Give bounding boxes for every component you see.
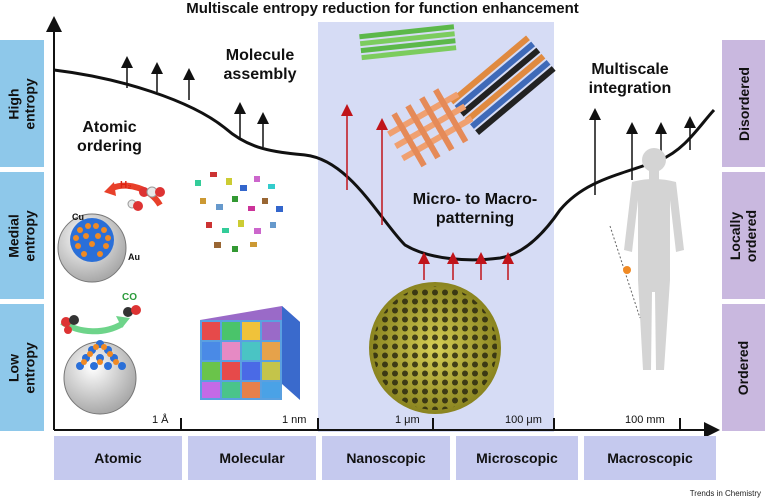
scale-nanoscopic-label: Nanoscopic [346,450,426,466]
scale-tick-marks [180,418,681,430]
locally-ordered-box: Locally ordered [722,172,765,299]
high-entropy-box: High entropy [0,40,44,167]
figure-title: Multiscale entropy reduction for functio… [186,0,579,17]
low-entropy-box: Low entropy [0,304,44,431]
wearable-device-marker [623,266,631,274]
orange-woven-lattice [387,88,474,168]
molecular-cube [200,306,300,400]
scale-macroscopic-label: Macroscopic [607,450,693,466]
scale-molecular-label: Molecular [219,450,285,466]
tick-100-mm: 100 mm [625,414,665,426]
human-silhouette [624,148,684,370]
black-arrows-left [121,56,269,147]
tick-1-um: 1 μm [395,414,420,426]
reaction-arrow-red [110,182,163,207]
h2-label: H₂ [120,180,132,191]
red-arrows [341,104,514,280]
scale-atomic-label: Atomic [94,450,142,466]
molecule-icons [61,186,165,334]
reaction-arrow-red-head [104,182,116,196]
scale-molecular: Molecular [188,436,316,480]
nanoparticle-bottom [63,340,137,415]
scattered-molecules [195,172,283,252]
cu-label: Cu [72,212,84,222]
medial-entropy-box: Medial entropy [0,172,44,299]
scale-microscopic: Microscopic [456,436,578,480]
disordered-box: Disordered [722,40,765,167]
porous-disk [369,282,501,414]
striped-nanorod-bundle [449,35,556,136]
green-nanorod-bundle [359,24,457,61]
au-label: Au [128,252,140,262]
scale-atomic: Atomic [54,436,182,480]
tick-1-nm: 1 nm [282,414,307,426]
entropy-curve [53,68,716,262]
molecule-assembly-label: Molecule assembly [223,47,297,83]
scale-macroscopic: Macroscopic [584,436,716,480]
co-label: CO [122,292,137,303]
tick-100-um: 100 μm [505,414,542,426]
multiscale-integration-label: Multiscale integration [588,61,672,97]
nanoparticle-top [57,213,127,283]
micro-macro-patterning-label: Micro- to Macro- patterning [412,191,538,227]
reaction-arrow-green-head [116,316,130,328]
journal-credit: Trends in Chemistry [689,489,761,498]
atomic-ordering-label: Atomic ordering [77,119,142,155]
scale-microscopic-label: Microscopic [476,450,558,466]
tick-1-angstrom: 1 Å [152,414,169,426]
ordered-box: Ordered [722,304,765,431]
scale-nanoscopic: Nanoscopic [322,436,450,480]
